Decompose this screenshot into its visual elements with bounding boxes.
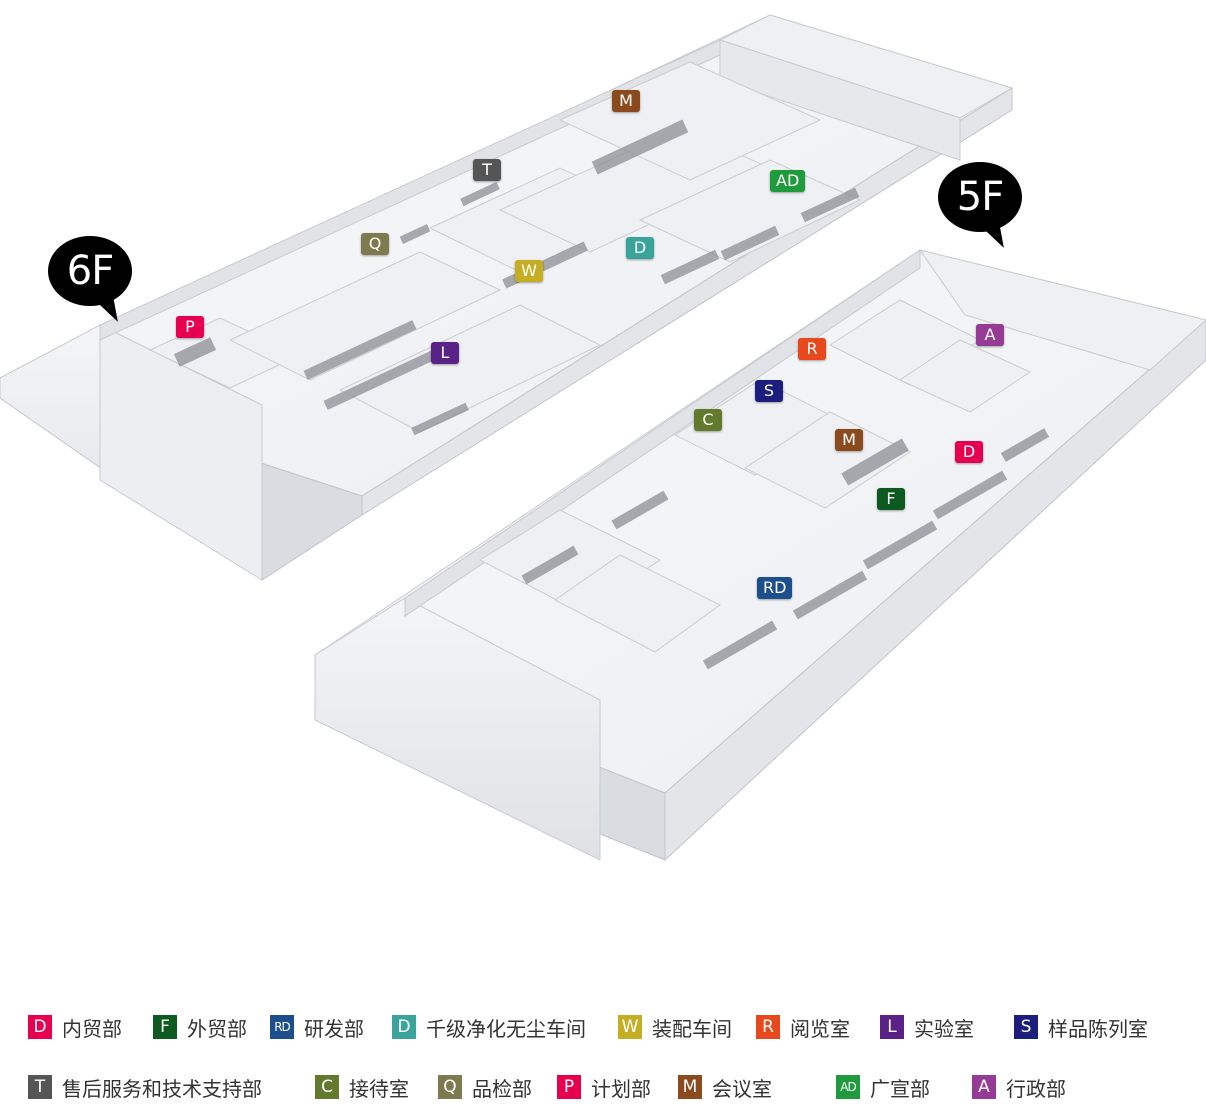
legend-swatch: P bbox=[557, 1075, 581, 1099]
legend-swatch: W bbox=[618, 1015, 642, 1039]
legend-swatch: F bbox=[153, 1015, 177, 1039]
tag-5f-meeting[interactable]: M bbox=[835, 429, 863, 451]
floor-6-building bbox=[0, 14, 1014, 581]
floor-5-label: 5F bbox=[956, 174, 1004, 220]
tag-6f-quality[interactable]: Q bbox=[361, 233, 389, 255]
tag-5f-showroom[interactable]: S bbox=[755, 380, 783, 402]
tag-6f-tech-support[interactable]: T bbox=[473, 159, 501, 181]
legend-swatch: S bbox=[1014, 1015, 1038, 1039]
legend-swatch: M bbox=[678, 1075, 702, 1099]
tag-5f-reading[interactable]: R bbox=[798, 338, 826, 360]
tag-5f-foreign-trade[interactable]: F bbox=[877, 488, 905, 510]
tag-5f-rnd[interactable]: RD bbox=[757, 577, 793, 599]
legend-swatch: Q bbox=[438, 1075, 462, 1099]
legend-swatch: AD bbox=[836, 1075, 860, 1099]
legend-swatch: RD bbox=[270, 1015, 294, 1039]
legend-swatch: T bbox=[28, 1075, 52, 1099]
tag-6f-meeting[interactable]: M bbox=[612, 90, 640, 112]
tag-6f-assembly[interactable]: W bbox=[515, 260, 543, 282]
legend-swatch: L bbox=[880, 1015, 904, 1039]
floor-5-bubble: 5F bbox=[938, 162, 1022, 232]
floor-6-bubble: 6F bbox=[48, 236, 132, 306]
tag-6f-planning[interactable]: P bbox=[176, 316, 204, 338]
tag-6f-lab[interactable]: L bbox=[431, 342, 459, 364]
tag-6f-advertising[interactable]: AD bbox=[770, 170, 806, 192]
legend-swatch: R bbox=[756, 1015, 780, 1039]
legend-swatch: D bbox=[392, 1015, 416, 1039]
floor-plan-stage: 6F 5F M T AD Q D W P L A R S C M D F RD bbox=[0, 0, 1206, 990]
floor-6-label: 6F bbox=[66, 248, 114, 294]
floor-5-building bbox=[313, 249, 1206, 862]
tag-5f-domestic-trade[interactable]: D bbox=[955, 441, 983, 463]
legend-swatch: C bbox=[315, 1075, 339, 1099]
legend-swatch: A bbox=[972, 1075, 996, 1099]
tag-5f-admin[interactable]: A bbox=[976, 324, 1004, 346]
tag-6f-cleanroom[interactable]: D bbox=[626, 237, 654, 259]
isometric-floor-plans bbox=[0, 14, 1206, 862]
tag-5f-reception[interactable]: C bbox=[694, 409, 722, 431]
legend-swatch: D bbox=[28, 1015, 52, 1039]
